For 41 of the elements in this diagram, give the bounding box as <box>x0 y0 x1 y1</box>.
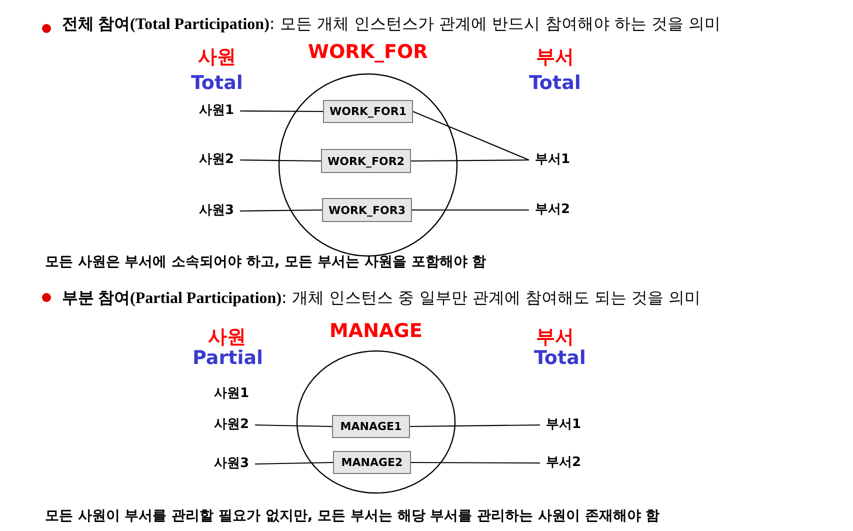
entity-instance: 부서2 <box>529 201 576 219</box>
connector-line <box>255 462 334 465</box>
connector-line <box>255 424 332 428</box>
connector-line <box>412 209 529 211</box>
connector-line <box>411 462 540 464</box>
entity-instance: 부서1 <box>540 416 588 434</box>
entity-instance: 사원3 <box>193 202 240 220</box>
column-heading: Total <box>529 72 581 94</box>
entity-instance: 부서2 <box>540 454 588 472</box>
column-heading: Partial <box>192 347 264 369</box>
instance-box: MANAGE1 <box>332 415 410 438</box>
connector-line <box>411 159 529 162</box>
column-heading: 사원 <box>198 45 236 70</box>
connector-line <box>410 424 540 428</box>
entity-instance: 사원1 <box>208 385 256 403</box>
connector-line <box>240 110 323 112</box>
note-text: 모든 사원이 부서를 관리할 필요가 없지만, 모든 부서는 해당 부서를 관리하는 사원이 존재해야 함 <box>45 507 660 525</box>
entity-instance: 부서1 <box>529 151 576 169</box>
column-heading: 부서 <box>536 325 574 350</box>
note-text: 모든 사원은 부서에 소속되어야 하고, 모든 부서는 사원을 포함해야 함 <box>45 253 486 271</box>
connector-line <box>412 111 530 160</box>
connector-line <box>240 209 322 212</box>
entity-instance: 사원2 <box>193 151 240 169</box>
bullet-text: 부분 참여(Partial Participation): 개체 인스턴스 중 일부만 관계에 참여해도 되는 것을 의미 <box>62 288 701 309</box>
column-heading: Total <box>534 347 586 369</box>
entity-instance: 사원3 <box>208 455 256 473</box>
instance-box: WORK_FOR3 <box>322 198 412 222</box>
entity-instance: 사원2 <box>208 416 256 434</box>
instance-box: WORK_FOR1 <box>323 100 413 123</box>
entity-instance: 사원1 <box>193 102 240 120</box>
connector-line <box>240 159 321 162</box>
instance-box: MANAGE2 <box>333 451 411 474</box>
instance-box: WORK_FOR2 <box>321 149 411 173</box>
relationship-ellipse <box>296 324 456 494</box>
relationship-name: MANAGE <box>330 320 422 342</box>
column-heading: 사원 <box>208 325 246 350</box>
relationship-name: WORK_FOR <box>308 41 428 63</box>
column-heading: Total <box>191 72 243 94</box>
relationship-ellipse <box>278 45 458 257</box>
bullet-text: 전체 참여(Total Participation): 모든 개체 인스턴스가 관계에 반드시 참여해야 하는 것을 의미 <box>62 14 721 35</box>
column-heading: 부서 <box>536 45 574 70</box>
